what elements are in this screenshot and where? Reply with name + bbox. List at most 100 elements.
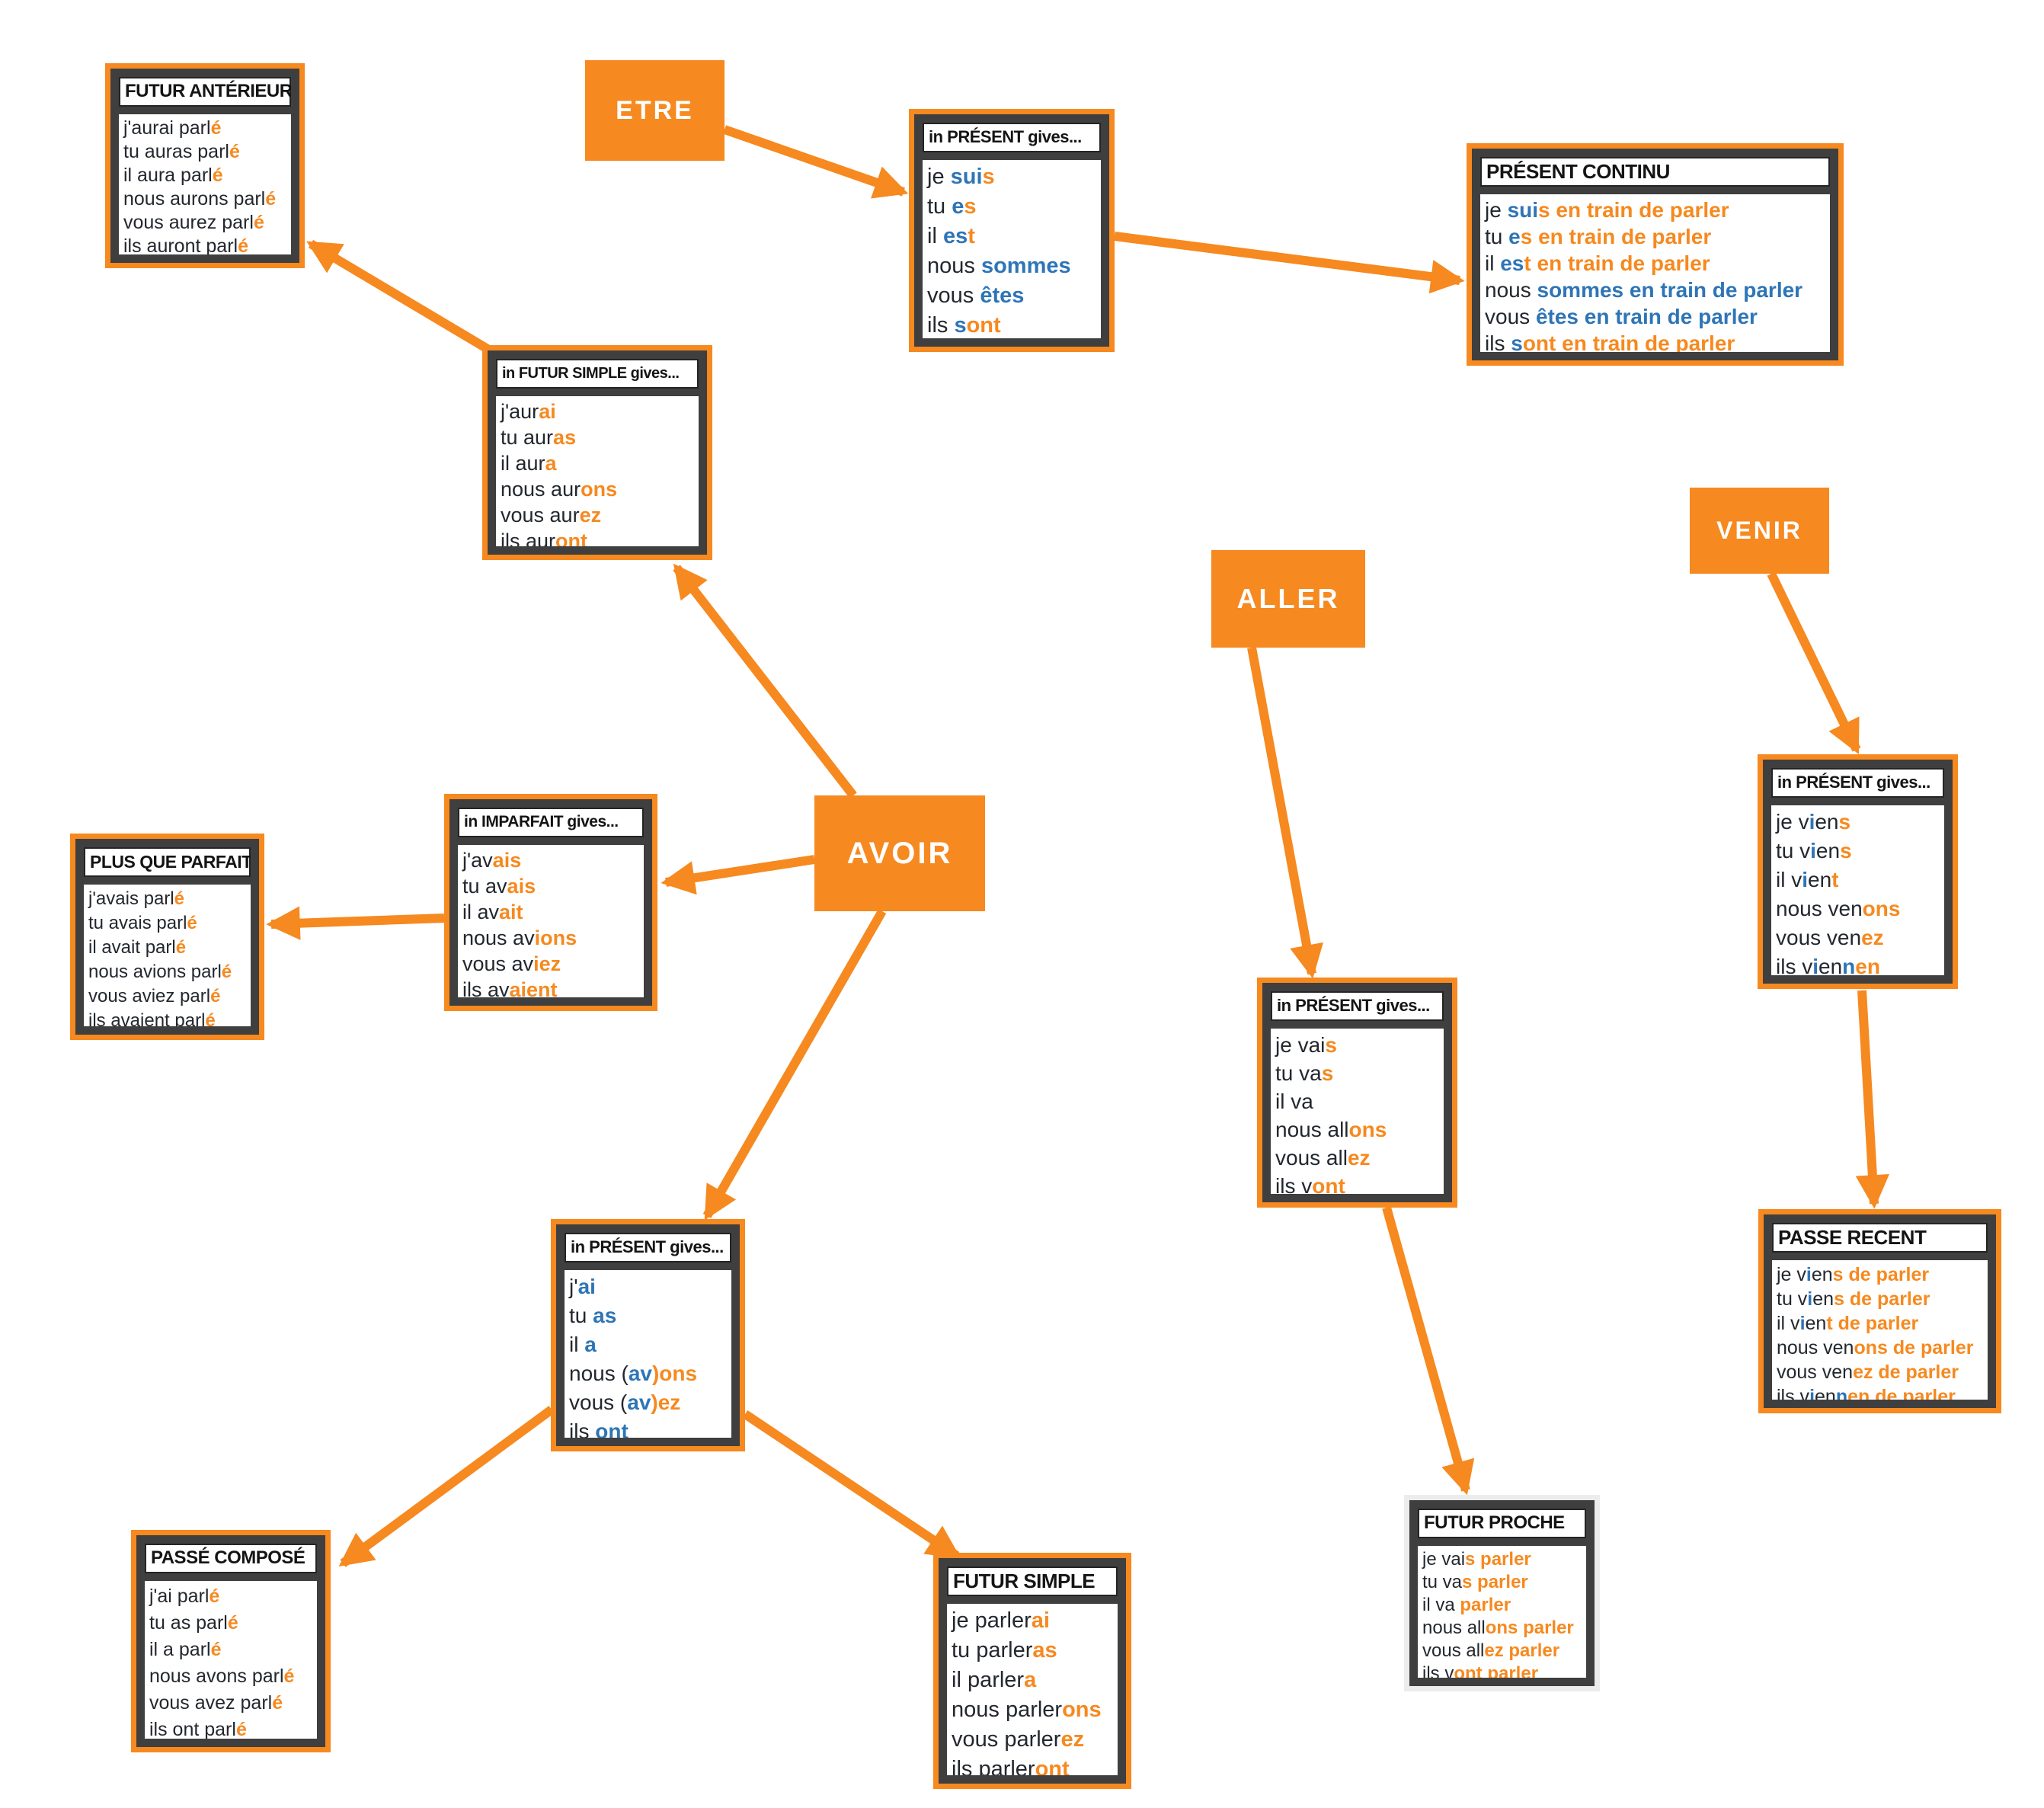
- conjugation-line: nous sommes en train de parler: [1485, 277, 1825, 303]
- conjugation-line: je vais parler: [1422, 1548, 1582, 1571]
- conjugation-line: il aura: [501, 450, 694, 476]
- conjugation-line: je viens: [1776, 808, 1940, 837]
- conjugation-line: vous êtes: [927, 281, 1096, 311]
- text-segment: ils v: [1422, 1663, 1454, 1678]
- text-segment: ons: [1348, 1118, 1387, 1141]
- text-segment: je parler: [952, 1608, 1032, 1633]
- text-segment: ils aur: [501, 530, 556, 546]
- conjugation-line: nous parlerons: [952, 1695, 1113, 1725]
- text-segment: il: [569, 1333, 585, 1356]
- text-segment: nous all: [1275, 1118, 1349, 1141]
- conjugation-line: je vais: [1275, 1031, 1439, 1059]
- arrow-venir-to-present: [1767, 571, 1861, 754]
- arrow-avoir-to-imparfait: [661, 855, 815, 895]
- text-segment: nous ven: [1777, 1337, 1854, 1358]
- conjugation-line: il avait parlé: [88, 936, 246, 960]
- conjugation-line: je viens de parler: [1777, 1262, 1983, 1287]
- conjugation-line: ils viennen de parler: [1777, 1384, 1983, 1400]
- text-segment: nous ven: [1776, 897, 1863, 920]
- conjugation-line: ils auront: [501, 528, 694, 546]
- conjugation-line: tu as parlé: [149, 1610, 312, 1637]
- arrow-avoir-to-futur-simple-gives: [673, 563, 857, 798]
- conjugation-line: vous parlerez: [952, 1725, 1113, 1755]
- text-segment: a: [584, 1333, 597, 1356]
- text-segment: n: [1835, 1386, 1848, 1400]
- text-segment: i: [1802, 868, 1809, 891]
- text-segment: é: [210, 1639, 222, 1660]
- conjugation-line: vous avez parlé: [149, 1690, 312, 1717]
- conjugation-line: vous êtes en train de parler: [1485, 303, 1825, 330]
- conjugation-line: nous aurons: [501, 476, 694, 502]
- text-segment: sui: [950, 165, 983, 189]
- text-segment: ait: [499, 901, 523, 923]
- verb-box-venir: VENIR: [1690, 488, 1829, 574]
- conjugation-line: j'avais parlé: [88, 887, 246, 911]
- text-segment: ils: [1485, 331, 1511, 352]
- text-segment: é: [212, 165, 223, 186]
- text-segment: nous aurons parl: [123, 188, 266, 210]
- text-segment: a: [545, 452, 557, 475]
- text-segment: il v: [1777, 1313, 1800, 1334]
- conjugation-line: ils auront parlé: [123, 235, 286, 254]
- text-segment: en: [1815, 839, 1841, 862]
- text-segment: ont parler: [1454, 1663, 1539, 1678]
- conjugation-line: il vient de parler: [1777, 1311, 1983, 1336]
- text-segment: ais: [492, 849, 522, 872]
- verb-box-aller: ALLER: [1211, 550, 1365, 648]
- text-segment: ions: [534, 926, 577, 949]
- conjugation-line: tu vas: [1275, 1059, 1439, 1087]
- conjugation-line: j'avais: [462, 847, 639, 873]
- text-segment: je vai: [1422, 1549, 1466, 1570]
- text-segment: aient: [509, 978, 558, 997]
- text-segment: t: [1831, 868, 1839, 891]
- text-segment: é: [272, 1692, 283, 1714]
- text-segment: ez: [1347, 1146, 1371, 1170]
- arrow-etre-to-present: [723, 125, 909, 199]
- text-segment: ont: [555, 530, 588, 546]
- conjugation-line: il va parler: [1422, 1594, 1582, 1617]
- text-segment: sommes en train de parler: [1537, 278, 1803, 302]
- text-segment: vous: [1485, 305, 1536, 328]
- conjugation-line: il a: [569, 1330, 727, 1359]
- text-segment: nous all: [1422, 1618, 1486, 1638]
- conjugation-line: ils avaient parlé: [88, 1009, 246, 1026]
- text-segment: s: [964, 194, 977, 219]
- text-segment: t de parler: [1826, 1313, 1919, 1334]
- conjugation-line: vous aurez: [501, 502, 694, 528]
- text-segment: s: [1840, 839, 1852, 862]
- text-segment: en: [1808, 868, 1832, 891]
- text-segment: s: [982, 165, 995, 189]
- conjugation-line: nous avions: [462, 925, 639, 951]
- conjugation-line: tu parleras: [952, 1636, 1113, 1666]
- text-segment: vous ven: [1776, 926, 1862, 949]
- text-segment: ils v: [1776, 955, 1813, 975]
- box-title: FUTUR SIMPLE: [947, 1566, 1118, 1596]
- text-segment: s: [1511, 331, 1523, 352]
- text-segment: n: [1842, 955, 1856, 975]
- conjugation-line: tu viens de parler: [1777, 1287, 1983, 1311]
- text-segment: nous av: [462, 926, 535, 949]
- conjugation-line: vous aviez: [462, 951, 639, 977]
- text-segment: é: [227, 1612, 238, 1634]
- text-segment: ont: [1035, 1757, 1070, 1775]
- text-segment: s de parler: [1834, 1288, 1930, 1310]
- text-segment: en: [1805, 1313, 1827, 1334]
- text-segment: sommes: [980, 254, 1071, 278]
- conjugation-line: nous allons parler: [1422, 1617, 1582, 1640]
- text-segment: j'ai parl: [149, 1586, 210, 1607]
- text-segment: vous aurez parl: [123, 212, 254, 233]
- text-segment: vous parler: [952, 1727, 1061, 1752]
- text-segment: i: [1809, 810, 1815, 834]
- box-present-continu: PRÉSENT CONTINU je suis en train de parl…: [1467, 143, 1844, 366]
